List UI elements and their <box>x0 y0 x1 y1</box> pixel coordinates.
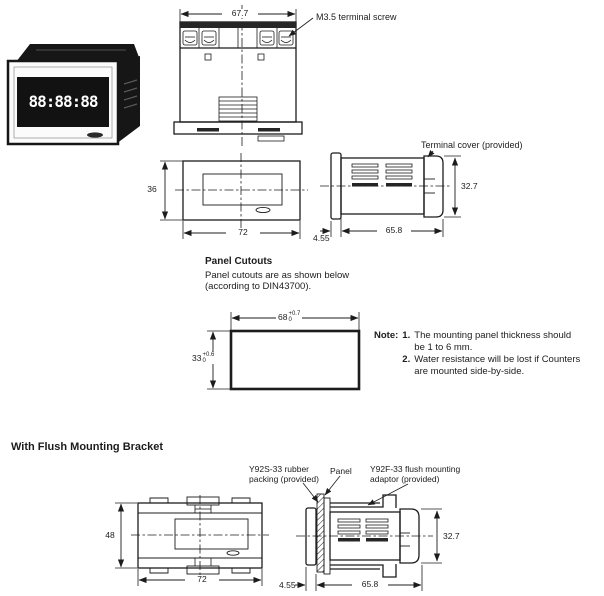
side-view-height-dim: 32.7 <box>461 181 478 191</box>
flush-front-width-dim: 72 <box>185 575 219 584</box>
panel-cutout-drawing <box>207 312 361 391</box>
panel-label: Panel <box>330 466 352 476</box>
top-view-drawing <box>173 5 314 147</box>
flush-side-vent-slots <box>337 518 389 542</box>
flush-terminal-cover-outline <box>399 508 420 564</box>
side-view-drawing <box>320 149 461 237</box>
adaptor-label: Y92F-33 flush mounting adaptor (provided… <box>370 464 460 484</box>
cutout-height-value: 33 <box>192 352 202 363</box>
adaptor-label-line2: adaptor (provided) <box>370 474 440 485</box>
cutout-width-dim: 68 +0.7 0 <box>276 311 303 323</box>
adaptor-top-clip <box>330 494 397 508</box>
vent-grille <box>218 96 258 122</box>
cutout-height-dim: 33 +0.6 0 <box>190 352 217 364</box>
rubber-packing-label-line2: packing (provided) <box>249 474 319 485</box>
panel-leader-line <box>324 475 341 496</box>
flush-side-view-drawing <box>295 475 442 591</box>
flush-side-bezel-depth-dim: 4.55 <box>279 580 296 590</box>
adaptor-leader-line <box>367 483 409 506</box>
terminal-cover-outline <box>423 155 444 218</box>
note-line: Water resistance will be lost if Counter… <box>414 353 581 365</box>
note-line: The mounting panel thickness should <box>414 330 572 341</box>
side-view-body-depth-dim: 65.8 <box>377 226 411 235</box>
note-items: 1. The mounting panel thickness should b… <box>402 330 580 378</box>
panel-cutouts-desc-line1: Panel cutouts are as shown below <box>205 270 350 281</box>
product-display-window <box>17 77 109 127</box>
side-view-bezel-depth-dim: 4.55 <box>313 233 330 243</box>
note-item-number: 1. <box>402 330 411 341</box>
terminal-screw-leader-line <box>288 17 314 37</box>
note-item-text: Water resistance will be lost if Counter… <box>414 354 580 378</box>
flush-front-height-dim: 48 <box>105 530 115 540</box>
front-view-drawing <box>160 153 308 239</box>
panel-cutouts-desc-line2: (according to DIN43700). <box>205 281 312 292</box>
flush-side-body-depth-dim: 65.8 <box>352 580 388 589</box>
product-photo-illustration: 88:88:88 <box>6 44 140 146</box>
terminal-screw-label: M3.5 terminal screw <box>316 12 397 22</box>
note-block: Note: 1. The mounting panel thickness sh… <box>374 330 600 378</box>
rubber-packing-label-line1: Y92S-33 rubber <box>249 464 310 474</box>
front-view-height-dim: 36 <box>147 184 157 194</box>
note-line: are mounted side-by-side. <box>414 365 525 377</box>
front-view-width-dim: 72 <box>226 228 260 237</box>
terminal-cover-leader-line <box>427 149 435 158</box>
flush-side-height-dim: 32.7 <box>443 531 460 541</box>
flush-mounting-heading: With Flush Mounting Bracket <box>11 441 164 453</box>
side-vent-slots <box>351 163 413 187</box>
note-item-text: The mounting panel thickness should be 1… <box>414 330 571 354</box>
product-display-digits: 88:88:88 <box>28 92 97 111</box>
rubber-packing-label: Y92S-33 rubber packing (provided) <box>249 464 319 484</box>
cutout-height-tolerance: +0.6 0 <box>202 352 214 364</box>
tolerance-plus: +0.6 <box>202 352 215 358</box>
brand-logo-mark <box>87 132 103 138</box>
note-item-number: 2. <box>402 353 411 365</box>
note-item: 2. Water resistance will be lost if Coun… <box>402 354 580 378</box>
note-line: be 1 to 6 mm. <box>414 341 473 353</box>
top-view-width-dim: 67.7 <box>222 9 258 18</box>
terminal-screws <box>182 30 294 46</box>
rubber-packing-leader-line <box>302 482 319 503</box>
terminal-cover-label: Terminal cover (provided) <box>421 140 523 150</box>
cutout-width-tolerance: +0.7 0 <box>288 311 300 323</box>
tolerance-plus: +0.7 <box>288 311 301 317</box>
panel-cutouts-heading: Panel Cutouts <box>205 256 273 267</box>
tolerance-minus: 0 <box>288 317 292 323</box>
cutout-width-value: 68 <box>278 311 288 322</box>
tolerance-minus: 0 <box>202 358 206 364</box>
panel-cross-section <box>316 493 325 573</box>
flush-front-view-drawing <box>115 495 269 586</box>
adaptor-label-line1: Y92F-33 flush mounting <box>370 464 461 474</box>
note-item: 1. The mounting panel thickness should b… <box>402 330 580 354</box>
note-label: Note: <box>374 330 399 341</box>
adaptor-bottom-clip <box>330 564 397 578</box>
